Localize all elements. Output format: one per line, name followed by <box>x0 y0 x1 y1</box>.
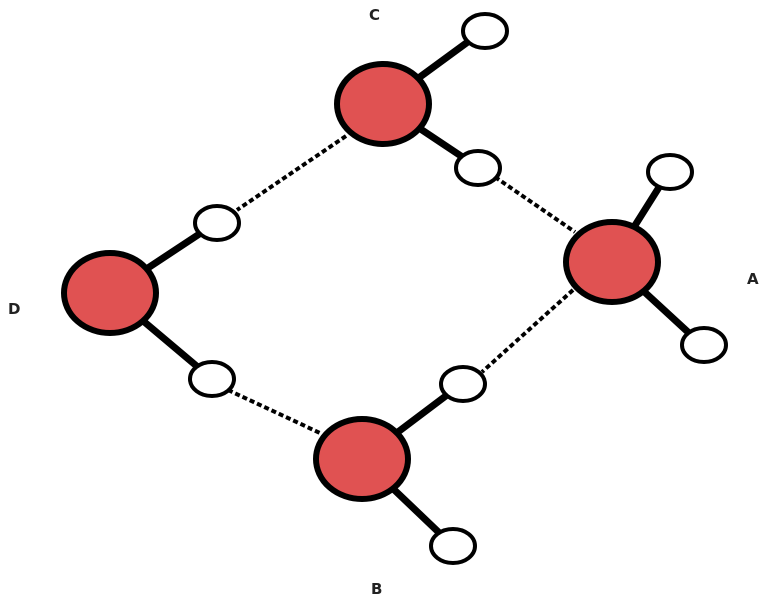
hydrogen-atom-d2 <box>188 360 236 398</box>
oxygen-atom-a <box>563 219 661 305</box>
hydrogen-atom-a1 <box>646 153 694 191</box>
oxygen-atom-b <box>313 416 411 502</box>
hbond-c-a <box>493 175 577 234</box>
hydrogen-atom-c1 <box>461 12 509 50</box>
label-b: B <box>371 580 383 598</box>
label-a: A <box>747 270 759 288</box>
oxygen-atoms <box>61 61 661 502</box>
label-c: C <box>369 6 381 24</box>
hydrogen-atom-a2 <box>680 326 728 364</box>
hydrogen-atom-b1 <box>439 365 487 403</box>
hydrogen-atom-b2 <box>429 527 477 565</box>
hbond-b-d <box>227 388 321 435</box>
oxygen-atom-d <box>61 250 159 336</box>
oxygen-atom-c <box>334 61 432 147</box>
hydrogen-atoms <box>188 12 728 565</box>
hydrogen-atom-d1 <box>193 204 241 242</box>
hydrogen-bonds <box>227 134 577 435</box>
label-d: D <box>8 300 21 318</box>
hydrogen-atom-c2 <box>454 149 502 187</box>
hbond-c-d <box>235 134 348 212</box>
hbond-a-b <box>480 288 575 374</box>
